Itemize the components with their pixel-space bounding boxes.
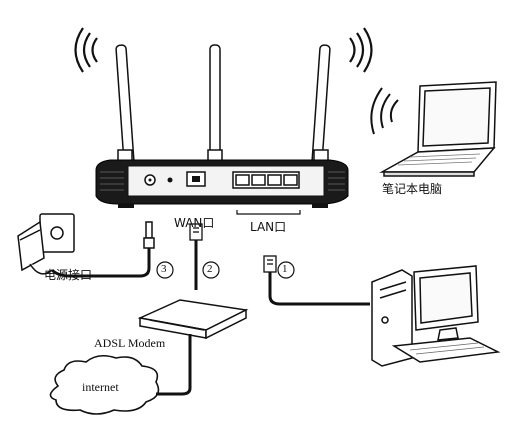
router-reset-button <box>167 177 173 183</box>
lan-port-label: LAN口 <box>250 220 287 234</box>
lan-cable <box>268 272 370 306</box>
step-label-3: 3 <box>161 263 167 275</box>
laptop-label: 笔记本电脑 <box>382 182 443 196</box>
cables <box>50 240 370 396</box>
router-lan-ports <box>232 171 300 189</box>
desktop-pc-icon <box>371 265 501 367</box>
step-label-1: 1 <box>282 263 288 275</box>
modem-internet-cable <box>156 334 192 396</box>
cloud-icon <box>49 354 160 415</box>
modem-label: ADSL Modem <box>94 336 166 350</box>
antenna-left <box>115 44 135 166</box>
rj45-connector-wan-icon <box>189 223 203 241</box>
step-circles <box>156 261 295 279</box>
laptop-icon <box>379 81 497 177</box>
dc-plug-icon <box>143 221 155 249</box>
wan-port-label: WAN口 <box>174 216 215 230</box>
power-adapter-icon <box>17 213 75 275</box>
step-label-2: 2 <box>207 263 213 275</box>
power-port-label: 电源接口 <box>44 268 93 282</box>
wifi-waves-left-icon <box>74 27 98 73</box>
step-circle-1 <box>277 261 295 279</box>
antenna-right <box>311 44 331 166</box>
step-circle-3 <box>156 261 174 279</box>
step-circle-2 <box>202 261 220 279</box>
internet-label: internet <box>82 380 119 394</box>
wifi-waves-right-icon <box>349 27 373 73</box>
wifi-waves-laptop-icon <box>370 87 399 135</box>
power-cable <box>50 248 151 278</box>
router-icon <box>95 44 349 215</box>
rj45-connector-lan-icon <box>263 255 277 273</box>
modem-icon <box>137 299 249 340</box>
